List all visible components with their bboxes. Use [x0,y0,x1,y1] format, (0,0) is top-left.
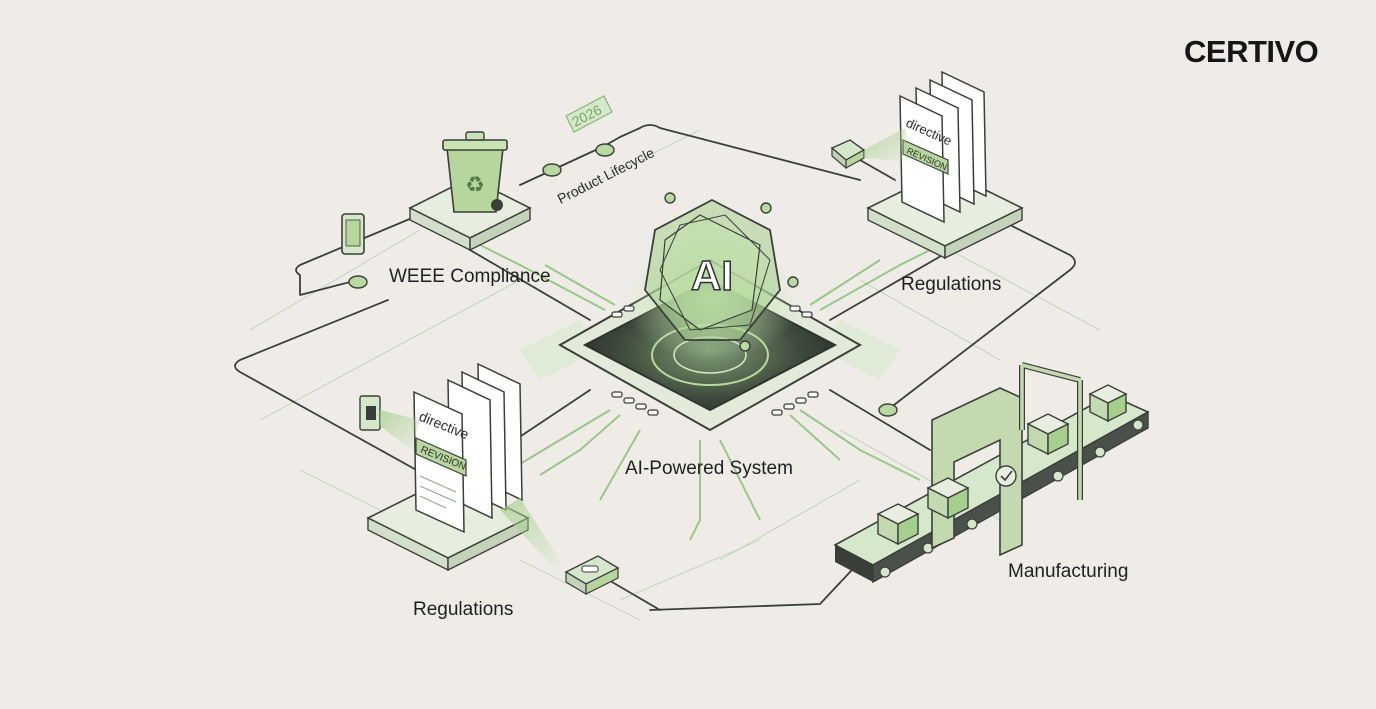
connection-lines [234,124,1076,611]
smartphone-icon [341,213,365,255]
year-tag: 2026 [565,95,613,133]
sensor-icon [500,498,620,596]
svg-text:♻: ♻ [465,172,485,197]
regulations-top-node: directive REVISION [866,70,1024,260]
box-icon [1026,413,1070,456]
weee-compliance-label: WEEE Compliance [389,266,551,287]
camera-icon [359,395,420,450]
camera-icon [830,128,910,170]
box-icon [1088,384,1128,423]
conveyor-belt-icon [833,362,1150,584]
ai-powered-system-label: AI-Powered System [625,458,793,479]
brand-logo: CERTIVO [1184,34,1319,69]
checkmark-icon [995,465,1017,487]
document-stack-icon [899,70,987,224]
regulations-bottom-node: directive REVISION [366,362,530,572]
chip-traces [469,239,951,541]
regulations-top-label: Regulations [901,274,1002,295]
box-icon [926,477,970,520]
ai-badge-icon: AI [622,198,802,360]
box-icon [876,503,920,546]
connector-dots [348,143,898,417]
ai-core-label: AI [691,252,733,299]
regulations-bottom-label: Regulations [413,599,514,620]
manufacturing-label: Manufacturing [1008,561,1129,582]
weee-node: ♻ [408,131,532,252]
recycle-bin-icon: ♻ [442,131,508,213]
